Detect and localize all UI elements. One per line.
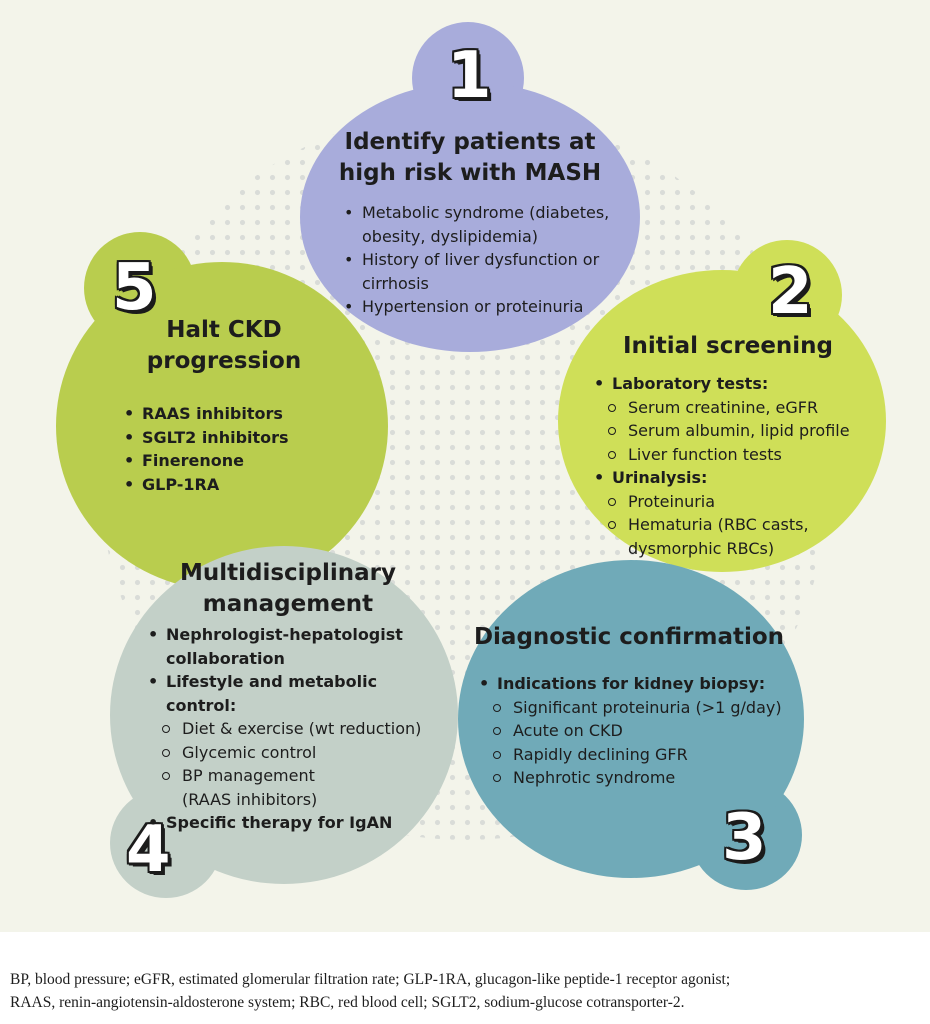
list-item-line: Finerenone bbox=[142, 451, 245, 470]
list-item: GLP-1RA bbox=[122, 473, 342, 497]
sub-list-item: Hematuria (RBC casts, bbox=[592, 513, 882, 537]
step-2-number: 2 bbox=[768, 255, 813, 329]
list-item: History of liver dysfunction or cirrhosi… bbox=[342, 248, 632, 295]
step-3-title-line: Diagnostic confirmation bbox=[473, 624, 785, 650]
list-item: Nephrologist-hepatologist collaboration bbox=[146, 623, 446, 670]
list-item-line: obesity, dyslipidemia) bbox=[362, 226, 539, 246]
step-5-number: 5 bbox=[112, 251, 157, 325]
step-5-title-line: progression bbox=[146, 348, 302, 374]
step-1-title-line: high risk with MASH bbox=[338, 160, 602, 186]
step-1-title: Identify patients at high risk with MASH bbox=[300, 127, 640, 189]
step-3-number: 3 bbox=[722, 801, 767, 875]
list-item: Laboratory tests: Serum creatinine, eGFR… bbox=[592, 372, 882, 466]
list-item-line: GLP-1RA bbox=[142, 474, 220, 494]
sub-list: Diet & exercise (wt reduction) Glycemic … bbox=[146, 717, 446, 811]
footnote-line: BP, blood pressure; eGFR, estimated glom… bbox=[10, 971, 731, 988]
list-item: RAAS inhibitors bbox=[122, 402, 342, 426]
step-5-title-line: Halt CKD bbox=[166, 317, 282, 343]
step-4-title-line: Multidisciplinary bbox=[179, 560, 397, 586]
list-item-line: SGLT2 inhibitors bbox=[142, 427, 289, 447]
step-3-list: Indications for kidney biopsy: Significa… bbox=[477, 672, 807, 790]
sub-list-item: dysmorphic RBCs) bbox=[628, 538, 775, 558]
sub-list-item: BP management bbox=[146, 764, 446, 788]
sub-list-item: Significant proteinuria (>1 g/day) bbox=[477, 696, 807, 720]
list-item: Metabolic syndrome (diabetes, obesity, d… bbox=[342, 201, 632, 248]
step-1-list: Metabolic syndrome (diabetes, obesity, d… bbox=[342, 201, 632, 319]
step-2-title-line: Initial screening bbox=[622, 333, 834, 359]
sub-list: Significant proteinuria (>1 g/day) Acute… bbox=[477, 696, 807, 790]
sub-list-item-continued: (RAAS inhibitors) bbox=[182, 789, 318, 809]
list-item-label: Lifestyle and metabolic control: bbox=[166, 672, 378, 715]
step-5-list: RAAS inhibitors SGLT2 inhibitors Fineren… bbox=[122, 402, 342, 496]
sub-list: Serum creatinine, eGFR Serum albumin, li… bbox=[592, 396, 882, 467]
step-2-list: Laboratory tests: Serum creatinine, eGFR… bbox=[592, 372, 882, 560]
list-item-line: Hypertension or proteinuria bbox=[362, 297, 584, 316]
list-item: Indications for kidney biopsy: Significa… bbox=[477, 672, 807, 790]
list-item-line: History of liver dysfunction or bbox=[362, 250, 600, 269]
sub-list-item: Diet & exercise (wt reduction) bbox=[146, 717, 446, 741]
list-item-label: Urinalysis: bbox=[612, 468, 708, 487]
list-item: Urinalysis: Proteinuria Hematuria (RBC c… bbox=[592, 466, 882, 560]
step-4-title-line: management bbox=[202, 591, 374, 617]
sub-list-item: Serum albumin, lipid profile bbox=[592, 419, 882, 443]
sub-list-item: Rapidly declining GFR bbox=[477, 743, 807, 767]
list-item-line: collaboration bbox=[166, 648, 285, 668]
list-item-line: Specific therapy for IgAN bbox=[166, 813, 393, 832]
list-item: SGLT2 inhibitors bbox=[122, 426, 342, 450]
sub-list: Proteinuria Hematuria (RBC casts, dysmor… bbox=[592, 490, 882, 561]
list-item: Hypertension or proteinuria bbox=[342, 295, 632, 319]
footnote: BP, blood pressure; eGFR, estimated glom… bbox=[10, 968, 922, 1014]
step-3-title: Diagnostic confirmation bbox=[470, 622, 788, 653]
step-1-number: 1 bbox=[447, 39, 492, 113]
sub-list-item: Glycemic control bbox=[146, 741, 446, 765]
list-item: Finerenone bbox=[122, 449, 342, 473]
list-item-line: Metabolic syndrome (diabetes, bbox=[362, 203, 610, 222]
sub-list-item: Liver function tests bbox=[592, 443, 882, 467]
step-4-title: Multidisciplinary management bbox=[150, 558, 426, 620]
list-item-line: Nephrologist-hepatologist bbox=[166, 625, 403, 644]
list-item-line: RAAS inhibitors bbox=[142, 404, 283, 423]
list-item-line: cirrhosis bbox=[362, 273, 429, 293]
sub-list-item: Nephrotic syndrome bbox=[477, 766, 807, 790]
list-item: Lifestyle and metabolic control: Diet & … bbox=[146, 670, 446, 811]
step-4-list: Nephrologist-hepatologist collaboration … bbox=[146, 623, 446, 835]
infographic-panel: 1 Identify patients at high risk with MA… bbox=[0, 0, 930, 932]
list-item-label: Laboratory tests: bbox=[612, 374, 769, 393]
step-5-title: Halt CKD progression bbox=[130, 315, 318, 377]
step-1-title-line: Identify patients at bbox=[344, 129, 596, 155]
footnote-line: RAAS, renin-angiotensin-aldosterone syst… bbox=[10, 994, 685, 1011]
sub-list-item: Proteinuria bbox=[592, 490, 882, 514]
sub-list-item: Serum creatinine, eGFR bbox=[592, 396, 882, 420]
sub-list-item: Acute on CKD bbox=[477, 719, 807, 743]
step-2-title: Initial screening bbox=[612, 331, 844, 362]
list-item-label: Indications for kidney biopsy: bbox=[497, 674, 766, 693]
list-item: Specific therapy for IgAN bbox=[146, 811, 446, 835]
